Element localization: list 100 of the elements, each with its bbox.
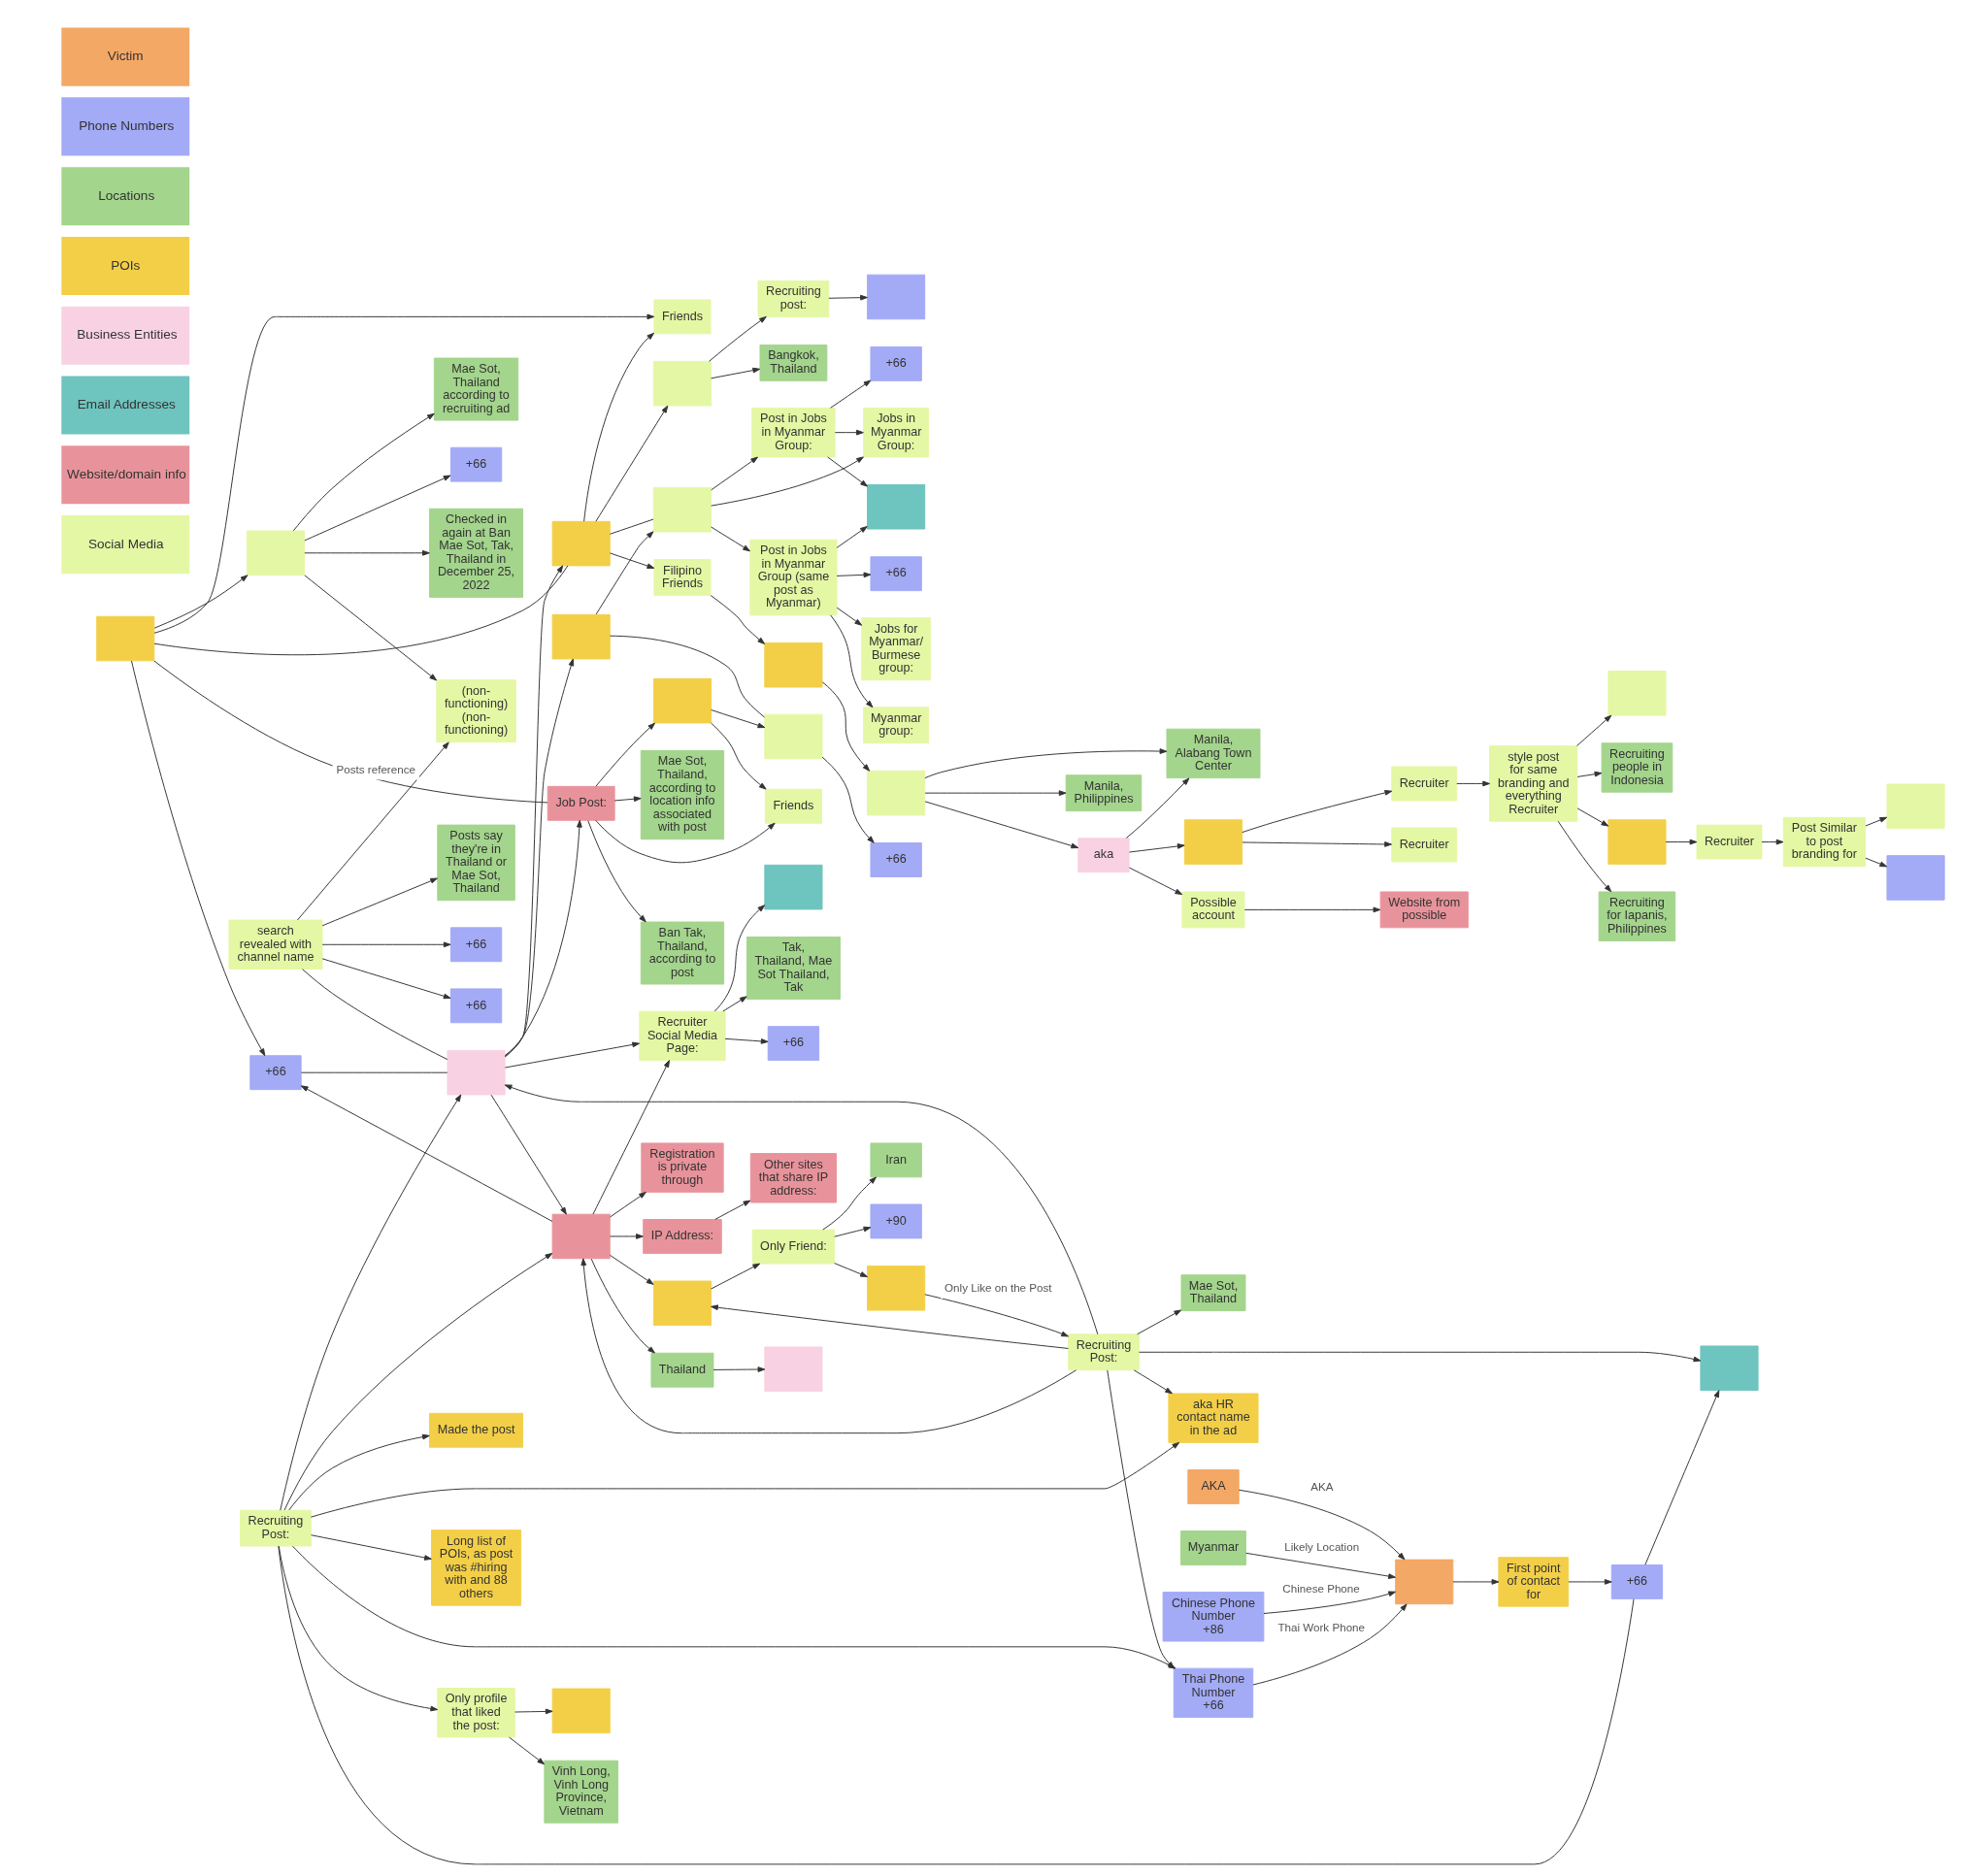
node-box: AKA xyxy=(1187,1469,1240,1504)
arrow xyxy=(1644,1390,1720,1565)
arrow xyxy=(710,595,766,644)
arrow xyxy=(504,819,582,1057)
arrow xyxy=(834,1226,872,1237)
connector xyxy=(153,565,569,656)
arrow xyxy=(830,614,874,708)
arrow xyxy=(827,456,868,487)
node-box xyxy=(246,530,306,576)
node-box xyxy=(96,615,155,662)
arrow xyxy=(1128,867,1183,896)
legend-label: Victim xyxy=(107,49,144,64)
node-box: (non-functioning) (non-functioning) xyxy=(436,679,516,743)
arrow xyxy=(711,1263,761,1290)
node-box: Recruiter xyxy=(1391,827,1458,863)
legend-label: Website/domain info xyxy=(67,466,186,481)
node-box xyxy=(551,520,611,567)
node-box xyxy=(1607,819,1667,865)
arrow xyxy=(280,1094,462,1511)
arrow xyxy=(504,658,575,1058)
node-box: Iran xyxy=(870,1142,922,1178)
arrow xyxy=(836,526,868,548)
node-box: aka xyxy=(1077,838,1130,873)
node-box: Filipino Friends xyxy=(653,559,712,596)
node-box xyxy=(764,864,823,910)
connector xyxy=(300,1071,448,1073)
arrow xyxy=(1456,780,1491,787)
edge-label: Thai Work Phone xyxy=(1277,1621,1366,1634)
arrow xyxy=(711,722,767,790)
node-box: Tak, Thailand, Mae Sot Thailand, Tak xyxy=(746,937,841,1001)
node-box xyxy=(652,486,712,533)
node-box: Registration is private through xyxy=(641,1142,724,1193)
arrow xyxy=(321,941,451,948)
node-box: Mae Sot, Thailand xyxy=(1180,1274,1246,1312)
node-box xyxy=(764,642,823,688)
legend-label: Email Addresses xyxy=(77,397,176,412)
arrow xyxy=(490,1094,567,1215)
node-box xyxy=(867,1266,926,1311)
arrow xyxy=(310,1441,1180,1518)
arrow xyxy=(504,565,564,1058)
node-box xyxy=(551,1688,611,1734)
node-box: Possible account xyxy=(1181,891,1245,929)
arrow xyxy=(153,313,655,634)
arrow xyxy=(592,1060,670,1215)
node-box: Recruiting for Iapanis, Philippines xyxy=(1598,891,1676,941)
arrow xyxy=(1761,839,1784,845)
node-box: Recruiter Social Media Page: xyxy=(639,1010,726,1062)
arrow xyxy=(504,1084,1099,1335)
arrow xyxy=(509,1736,546,1765)
arrow xyxy=(595,531,654,615)
arrow xyxy=(1243,906,1381,913)
arrow xyxy=(595,722,656,787)
node-box: Long list of POIs, as post was #hiring with and 88 others xyxy=(431,1530,522,1606)
arrow xyxy=(724,1037,769,1044)
node-box: +66 xyxy=(870,842,922,877)
legend-label: Locations xyxy=(98,187,155,203)
node-box: Chinese Phone Number +86 xyxy=(1162,1592,1265,1642)
arrow xyxy=(836,607,863,626)
arrow xyxy=(1865,857,1888,868)
arrow xyxy=(714,1200,751,1220)
node-box: Recruiting post: xyxy=(757,280,830,317)
arrow xyxy=(713,905,766,1012)
arrow xyxy=(300,1085,553,1222)
arrow xyxy=(822,1176,877,1231)
arrow xyxy=(504,1041,641,1069)
arrow xyxy=(609,1254,654,1285)
node-box: Manila, Philippines xyxy=(1065,774,1143,812)
arrow xyxy=(828,294,868,301)
node-box: IP Address: xyxy=(643,1219,722,1254)
node-box xyxy=(1886,855,1945,901)
node-box: Other sites that share IP address: xyxy=(749,1153,838,1203)
node-box: Jobs for Myanmar/ Burmese group: xyxy=(861,617,931,681)
node-box: style post for same branding and everything Recruiter xyxy=(1489,745,1578,822)
node-box: Myanmar xyxy=(1180,1530,1246,1565)
edge-label: Likely Location xyxy=(1284,1540,1360,1554)
arrow xyxy=(924,790,1067,796)
node-box: Recruiter xyxy=(1391,766,1458,802)
node-box: Recruiting Post: xyxy=(1068,1333,1140,1371)
node-box: aka HR contact name in the ad xyxy=(1168,1393,1259,1443)
arrow xyxy=(321,958,451,1000)
arrow xyxy=(153,575,248,629)
node-box: Myanmar group: xyxy=(863,707,930,744)
arrow xyxy=(711,456,864,507)
connector xyxy=(153,660,548,804)
arrow xyxy=(514,1708,553,1715)
node-box xyxy=(764,713,823,760)
arrow xyxy=(1133,1369,1173,1395)
node-box: Posts say they're in Thailand or Mae Sot, Thailand xyxy=(437,824,515,902)
arrow xyxy=(1128,843,1185,853)
arrow xyxy=(595,405,669,522)
arrow xyxy=(711,367,761,379)
node-box xyxy=(1607,671,1667,716)
arrow xyxy=(580,1258,1077,1434)
arrow xyxy=(283,1253,553,1511)
arrow xyxy=(1245,1552,1396,1579)
node-box: Checked in again at Ban Mae Sot, Tak, Thailand in December 25, 2022 xyxy=(429,508,524,598)
arrow xyxy=(131,660,266,1057)
connector xyxy=(278,1545,1635,1865)
node-box: Mae Sot, Thailand, according to location info associated with post xyxy=(640,750,725,840)
arrow xyxy=(712,1366,766,1372)
